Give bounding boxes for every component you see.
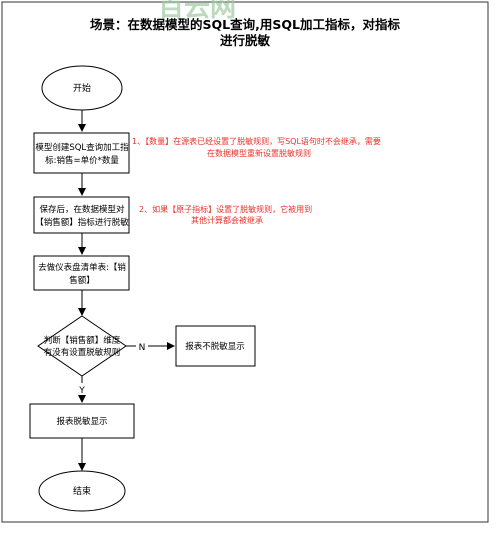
start-node: [41, 65, 123, 111]
title-line-2: 进行脱敏: [220, 33, 271, 48]
note2-line-2: 其他计算都会被继承: [191, 215, 263, 225]
step3-label-line-1: 去做仪表盘清单表:【销: [38, 262, 126, 273]
yes-result-node: [29, 403, 135, 439]
note2-line-1: 2、如果【原子指标】设置了脱敏规则，它被用到: [139, 204, 312, 214]
decision-label-line-2: 有没有设置脱敏规则: [44, 347, 121, 358]
step3-node: [33, 255, 130, 291]
end-node: [38, 470, 126, 512]
decision-label-line-1: 判断【销售额】维度: [44, 335, 121, 346]
no-result-label: 报表不脱敏显示: [185, 341, 245, 352]
note1-line-2: 在数据模型重新设置脱敏规则: [207, 148, 311, 158]
step2-node: [33, 196, 130, 234]
edge-label-no: N: [139, 343, 146, 353]
step3-label-line-2: 售额】: [69, 275, 95, 286]
edge-label-yes-bg: [76, 383, 88, 395]
start-node-label: 开始: [73, 82, 91, 94]
step1-label-line-1: 模型创建SQL查询加工指: [35, 142, 129, 153]
step2-label-line-2: 【销售额】指标进行脱敏: [35, 217, 129, 228]
watermark: 百云网: [158, 0, 236, 23]
step1-node: [33, 132, 130, 174]
yes-result-label: 报表脱敏显示: [56, 416, 107, 427]
title-line-1: 场景：在数据模型的SQL查询,用SQL加工指标，对指标: [90, 17, 400, 32]
no-result-node: [175, 325, 256, 367]
note1-line-1: 1、【数量】在源表已经设置了脱敏规则，写SQL语句时不会继承，需要: [132, 136, 381, 146]
decision-node: [37, 315, 127, 377]
edge-label-yes: Y: [78, 386, 85, 396]
step2-label-line-1: 保存后，在数据模型对: [39, 204, 125, 215]
step1-label-line-2: 标:销售=单价*数量: [45, 155, 119, 166]
edge-label-no-bg: [136, 340, 148, 352]
end-node-label: 结束: [73, 485, 91, 497]
